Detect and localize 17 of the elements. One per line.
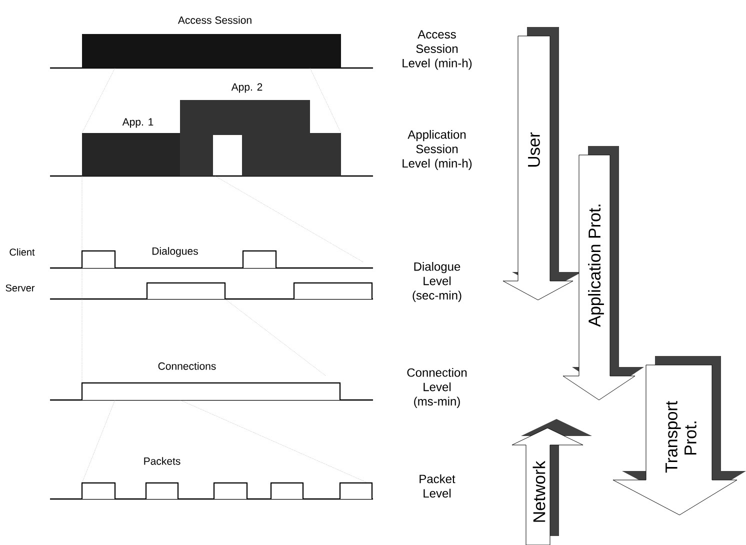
layer-band: Network — [512, 418, 592, 545]
level-label: Access Session Level (min-h) — [402, 30, 472, 70]
timeline-label: Client — [10, 248, 35, 256]
timeline-label: Dialogues — [152, 247, 198, 257]
level-label: Application Session Level (min-h) — [402, 130, 472, 170]
timeline-label: Server — [6, 284, 35, 292]
level-label: Dialogue Level (sec-min) — [412, 262, 462, 302]
timeline-label: App. 2 — [231, 83, 262, 93]
layer-band: User — [502, 26, 582, 300]
timeline-label: App. 1 — [122, 118, 154, 128]
timeline-label: Access Session — [178, 16, 252, 24]
level-label: Packet Level — [420, 474, 456, 498]
timeline-label: Packets — [144, 457, 180, 465]
timeline-label: Connections — [158, 362, 216, 370]
layer-band: Transport Prot. — [612, 356, 746, 516]
layer-band: Application Prot. — [562, 146, 644, 400]
level-label: Connection Level (ms-min) — [407, 368, 467, 408]
